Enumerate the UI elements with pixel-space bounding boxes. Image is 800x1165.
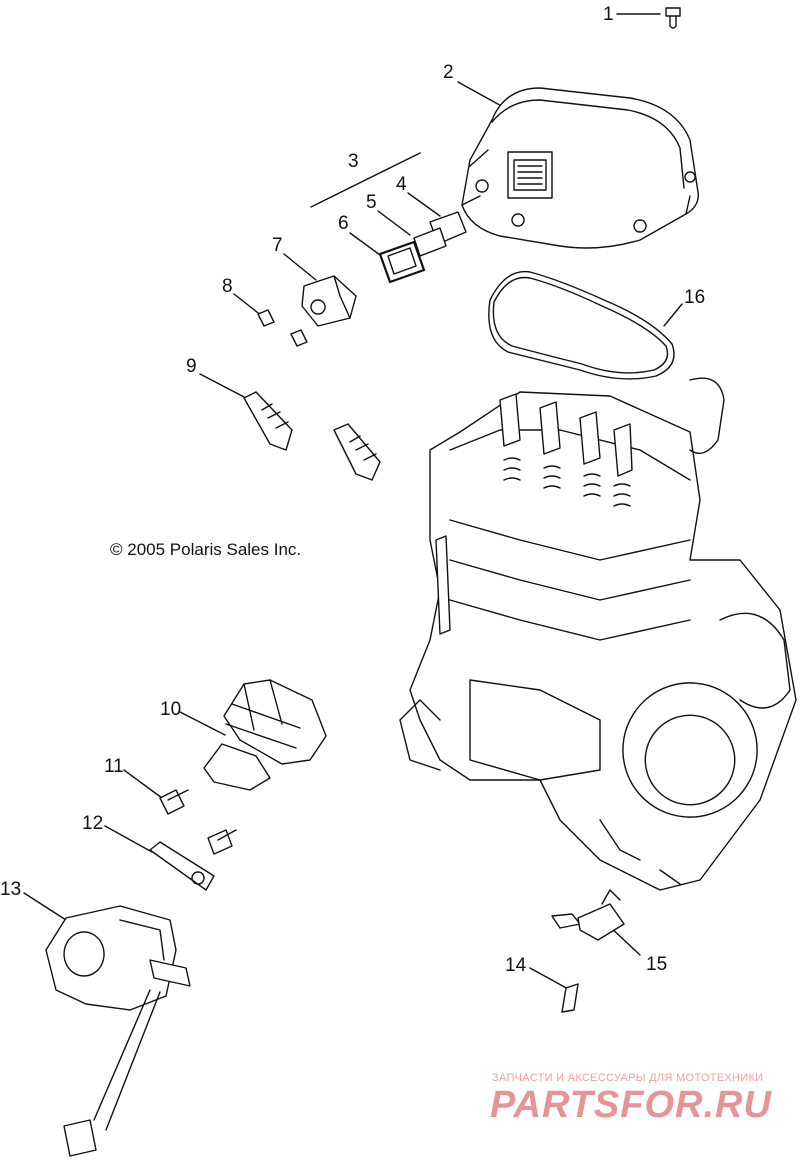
part-11-bolt [159,789,237,855]
callout-10: 10 [160,699,182,720]
callout-12: 12 [82,813,104,834]
callout-14: 14 [505,955,527,976]
callout-5: 5 [366,192,377,213]
callout-6: 6 [338,213,349,234]
copyright-text: © 2005 Polaris Sales Inc. [110,540,302,559]
watermark-logo: PARTSFOR.RU [490,1084,772,1126]
part-13-throttle-body [45,905,191,1157]
part-10-intake-boot [203,679,327,791]
engine-assembly [399,377,797,891]
callout-11: 11 [104,756,124,777]
part-5-plate [413,227,447,257]
callout-7: 7 [272,235,283,256]
callout-2: 2 [443,62,454,83]
callout-16: 16 [684,287,706,308]
part-8-bolt [257,309,308,347]
part-6-seal [378,240,426,284]
callout-4: 4 [396,174,407,195]
part-9-spark-plug [243,391,381,481]
part-15-sensor [551,889,625,941]
callout-3: 3 [348,151,359,172]
part-2-valve-cover [461,87,699,249]
part-16-gasket [488,270,675,380]
part-7-sensor [301,275,357,327]
watermark-tagline: ЗАПЧАСТИ И АКСЕССУАРЫ ДЛЯ МОТОТЕХНИКИ [492,1072,764,1084]
part-14-pin [561,983,579,1013]
callout-13: 13 [0,879,22,900]
callout-8: 8 [222,276,233,297]
part-12-sleeve [149,841,215,891]
callout-15: 15 [646,954,668,975]
part-1-bolt [665,7,681,29]
callout-9: 9 [186,356,197,377]
callout-1: 1 [603,4,614,25]
leader-lines [23,13,683,991]
